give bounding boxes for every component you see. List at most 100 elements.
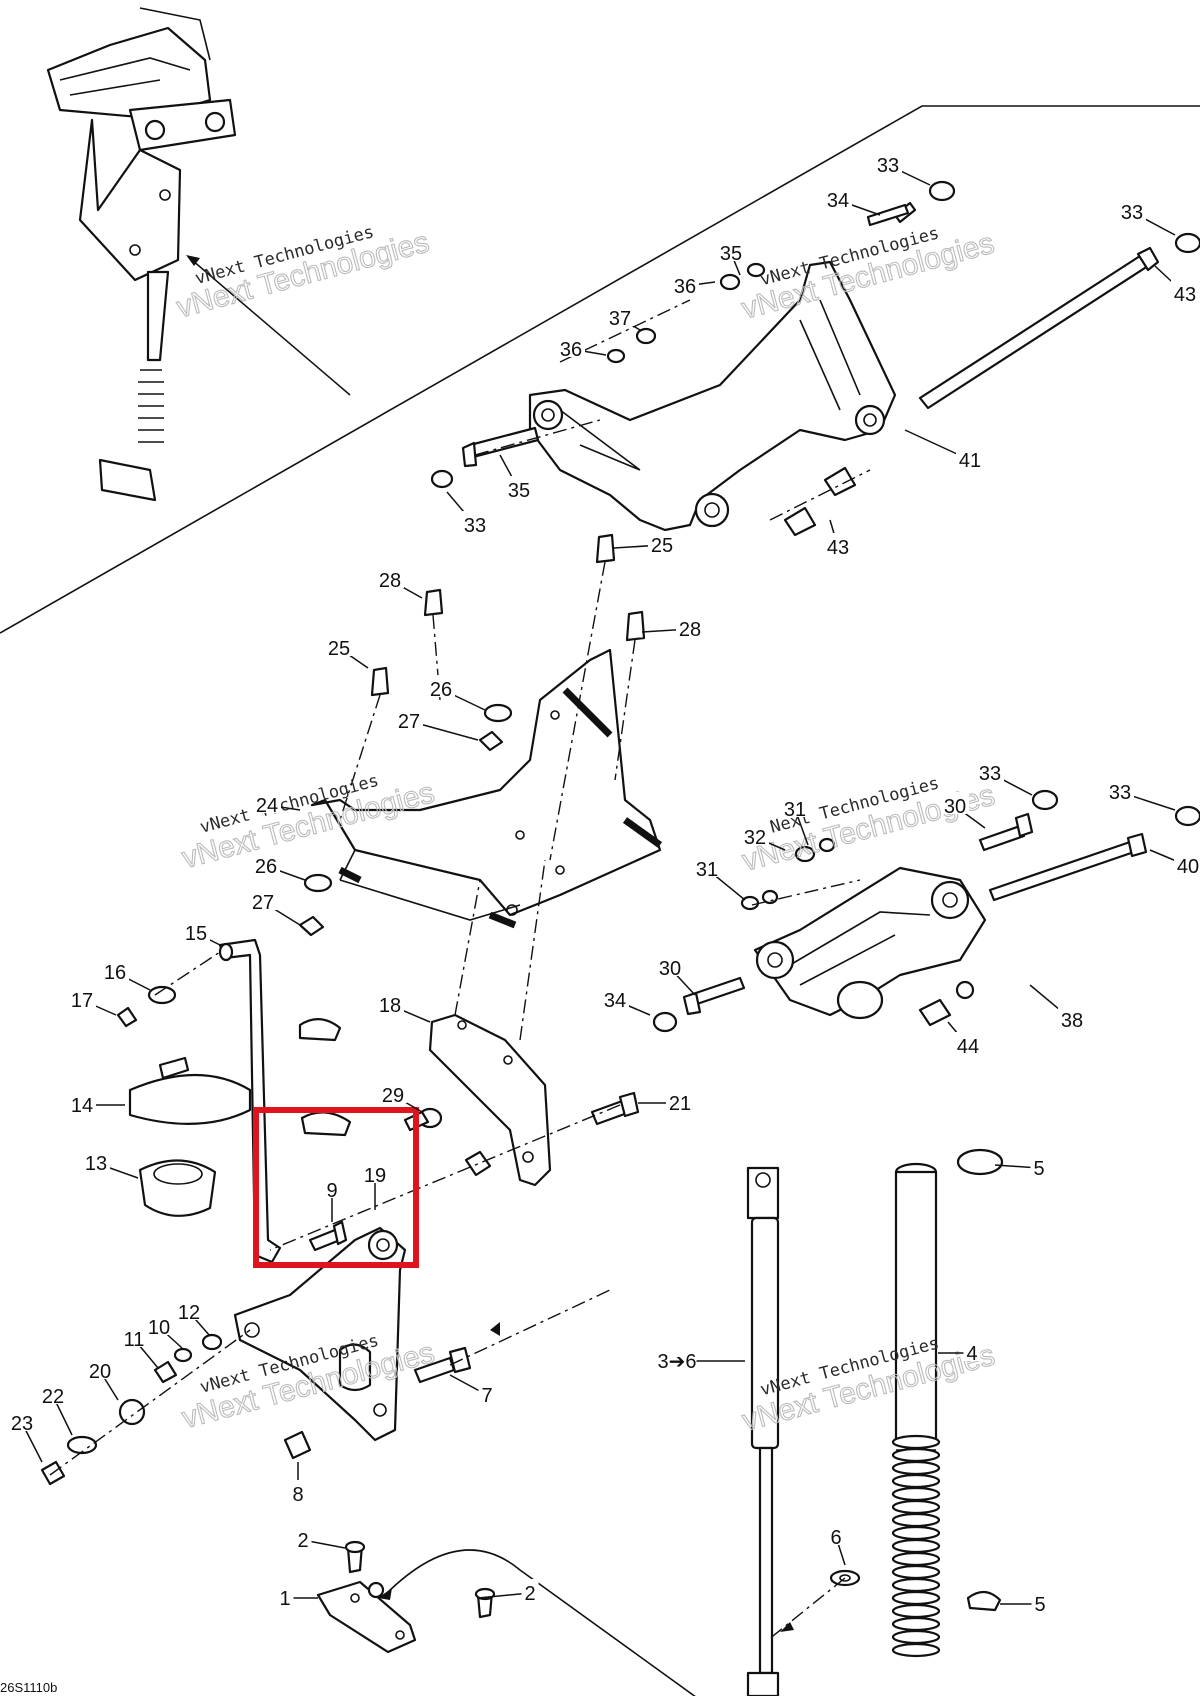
bellows-ring xyxy=(891,1603,941,1619)
callout-number: 30 xyxy=(659,958,681,980)
callout-number: 9 xyxy=(326,1180,337,1202)
callout-label-background xyxy=(289,1480,307,1502)
callout-number: 43 xyxy=(827,537,849,559)
callout-number: 21 xyxy=(669,1093,691,1115)
callout-label-background xyxy=(656,954,684,976)
callout-label-background xyxy=(253,791,281,813)
callout-label-background xyxy=(145,1313,173,1335)
callout-label-background xyxy=(824,186,852,208)
callout-label-background xyxy=(601,986,629,1008)
bellows-ring xyxy=(891,1642,941,1658)
callout-label-background xyxy=(874,151,902,173)
callout-label-background xyxy=(175,1298,203,1320)
callout-number: 5 xyxy=(1033,1158,1044,1180)
callout-label-background xyxy=(954,1032,982,1054)
callout-number: 14 xyxy=(71,1095,93,1117)
callout-label-background xyxy=(294,1526,312,1548)
callout-label-background xyxy=(68,986,96,1008)
callout-label-background xyxy=(666,1089,694,1111)
gas-strut xyxy=(746,1166,861,1696)
callout-label-background xyxy=(1031,1590,1049,1612)
callout-number: 24 xyxy=(256,795,278,817)
bellows-ring xyxy=(891,1616,941,1632)
callout-label-background xyxy=(657,1347,697,1369)
inset-boundary xyxy=(0,105,1200,634)
callout-number: 12 xyxy=(178,1302,200,1324)
callout-label-background xyxy=(182,919,210,941)
shock-bellows xyxy=(891,1434,941,1658)
callout-number: 33 xyxy=(464,515,486,537)
callout-leader xyxy=(477,1592,531,1599)
callout-number: 3➔6 xyxy=(657,1351,696,1373)
upper-bracket-assembly xyxy=(430,180,1200,537)
callout-number: 4 xyxy=(966,1343,977,1365)
callout-label-background xyxy=(741,823,769,845)
callout-label-background xyxy=(478,1381,496,1403)
callout-number: 44 xyxy=(957,1036,979,1058)
callout-label-background xyxy=(1058,1006,1086,1028)
callout-number: 36 xyxy=(560,339,582,361)
callout-label-background xyxy=(427,675,455,697)
callout-number: 1 xyxy=(279,1588,290,1610)
callout-label-background xyxy=(379,1081,407,1103)
callout-label-background xyxy=(276,1584,294,1606)
bellows-ring xyxy=(891,1629,941,1645)
callout-number: 34 xyxy=(604,990,626,1012)
callout-label-background xyxy=(1030,1154,1048,1176)
callout-label-background xyxy=(827,1523,845,1545)
callout-number: 25 xyxy=(328,638,350,660)
callout-number: 33 xyxy=(979,763,1001,785)
callout-number: 26 xyxy=(430,679,452,701)
callout-number: 41 xyxy=(959,450,981,472)
callout-number: 27 xyxy=(252,892,274,914)
callout-label-background xyxy=(606,304,634,326)
callout-label-background xyxy=(824,533,852,555)
callout-number: 43 xyxy=(1174,284,1196,306)
callout-label-background xyxy=(252,852,280,874)
bellows-ring xyxy=(891,1499,941,1515)
callout-number: 19 xyxy=(364,1165,386,1187)
pivot-arm-assembly xyxy=(40,1220,611,1486)
callout-label-background xyxy=(693,855,721,877)
bellows-ring xyxy=(891,1551,941,1567)
callout-number: 28 xyxy=(379,570,401,592)
callout-label-background xyxy=(361,1161,389,1183)
callout-number: 33 xyxy=(877,155,899,177)
callout-label-background xyxy=(963,1339,981,1361)
bellows-ring xyxy=(891,1473,941,1489)
callout-label-background xyxy=(521,1579,539,1601)
callout-label-background xyxy=(461,511,489,533)
callout-number: 33 xyxy=(1121,202,1143,224)
callout-number: 29 xyxy=(382,1085,404,1107)
callout-number: 27 xyxy=(398,711,420,733)
callout-label-background xyxy=(976,759,1004,781)
mounting-plate xyxy=(298,533,663,937)
callout-number: 35 xyxy=(508,480,530,502)
bellows-ring xyxy=(891,1525,941,1541)
callout-label-background xyxy=(676,615,704,637)
callout-label-background xyxy=(8,1409,36,1431)
callout-number: 15 xyxy=(185,923,207,945)
callout-number: 17 xyxy=(71,990,93,1012)
callout-label-background xyxy=(781,795,809,817)
callout-number: 36 xyxy=(674,276,696,298)
callout-number: 31 xyxy=(784,799,806,821)
callout-label-background xyxy=(557,335,585,357)
callout-label-background xyxy=(1106,778,1134,800)
highlight-box xyxy=(253,1107,419,1268)
shock-absorber xyxy=(894,1148,1004,1612)
callout-number: 20 xyxy=(89,1361,111,1383)
callout-number: 31 xyxy=(696,859,718,881)
callout-label-background xyxy=(956,446,984,468)
callout-label-background xyxy=(505,476,533,498)
bellows-ring xyxy=(891,1538,941,1554)
callout-number: 11 xyxy=(124,1329,145,1351)
callout-number: 37 xyxy=(609,308,631,330)
bellows-ring xyxy=(891,1512,941,1528)
callout-number: 22 xyxy=(42,1386,64,1408)
callout-number: 6 xyxy=(830,1527,841,1549)
bellows-ring xyxy=(891,1590,941,1606)
callout-label-background xyxy=(82,1149,110,1171)
callout-label-background xyxy=(120,1325,148,1347)
figure-reference-code: 26S1110b xyxy=(0,1680,57,1695)
